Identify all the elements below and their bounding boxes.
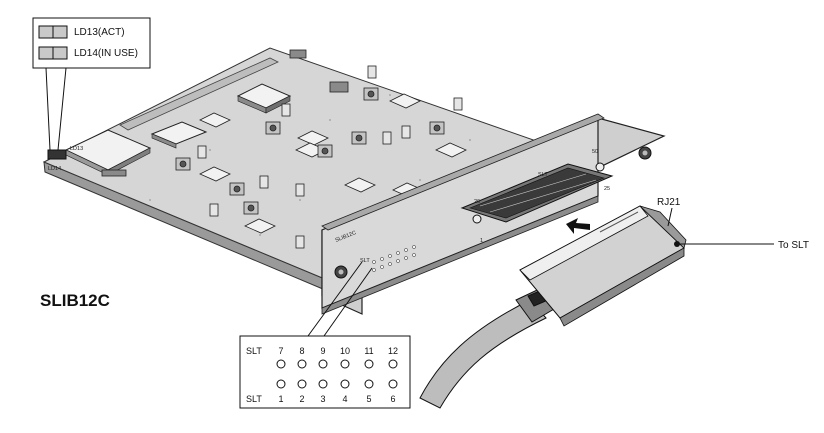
- slot-number: 9: [320, 346, 325, 356]
- led-tag-ld13: LD13: [70, 146, 83, 152]
- rj21-label: RJ21: [657, 197, 681, 208]
- panel-led-indicators: [372, 245, 416, 272]
- slot-top-numbers: 7 8 9 10 11 12: [278, 346, 398, 356]
- edge-connector: [119, 57, 279, 131]
- panel-top-rail: [321, 113, 605, 231]
- pin-label-26: 26: [474, 199, 480, 205]
- rj21-plug: [419, 205, 687, 409]
- capacitors: [197, 65, 463, 249]
- slot-led: [276, 379, 286, 389]
- panel-screw-right: [638, 146, 652, 160]
- slot-led: [297, 379, 307, 389]
- insertion-arrow: [566, 218, 590, 234]
- slot-led: [340, 359, 350, 369]
- card-name-label: SLIB12C: [40, 291, 110, 310]
- slot-led: [364, 359, 374, 369]
- led-legend: LD13(ACT) LD14(IN USE): [32, 17, 151, 151]
- large-chip-rear: [236, 83, 292, 114]
- slot-number: 7: [278, 346, 283, 356]
- led-block: [47, 149, 67, 160]
- slot-led: [388, 379, 398, 389]
- slot-row-label-top: SLT: [246, 346, 262, 356]
- slot-led: [388, 359, 398, 369]
- slot-number: 6: [390, 394, 395, 404]
- transformers: [175, 87, 445, 215]
- wide-chip: [150, 121, 208, 149]
- slot-led: [318, 379, 328, 389]
- led-tag-ld14: LD14: [48, 166, 61, 172]
- zoom-leader-left: [307, 261, 363, 337]
- panel-screw-left: [334, 265, 348, 279]
- to-slt-label: To SLT: [778, 240, 809, 251]
- pin-label-50: 50: [592, 149, 598, 155]
- legend-label-in-use: LD14(IN USE): [74, 48, 138, 59]
- legend-leader-2: [57, 67, 67, 151]
- slot-led: [364, 379, 374, 389]
- rj21-jack: SLT 26 50 1 25: [460, 149, 614, 244]
- panel-slt-label: SLT: [360, 258, 370, 264]
- pin-header: [101, 49, 349, 177]
- small-chips: [199, 93, 467, 234]
- slot-number: 1: [278, 394, 283, 404]
- zoom-leader-right: [323, 267, 373, 337]
- jack-screw-right: [595, 162, 605, 172]
- slot-number: 2: [299, 394, 304, 404]
- legend-leader-1: [45, 67, 51, 151]
- slot-number: 5: [366, 394, 371, 404]
- slot-led: [297, 359, 307, 369]
- slot-row-label-bottom: SLT: [246, 394, 262, 404]
- slot-led-panel: SLT SLT 7 8 9 10 11 12 1 2: [239, 261, 411, 409]
- slot-led-row-bottom: [276, 379, 398, 389]
- slot-led: [318, 359, 328, 369]
- slot-bottom-numbers: 1 2 3 4 5 6: [278, 394, 395, 404]
- slot-number: 10: [340, 346, 350, 356]
- jack-screw-left: [472, 214, 482, 224]
- pin-label-25: 25: [604, 186, 610, 192]
- pin-label-1: 1: [480, 238, 483, 244]
- slot-number: 8: [299, 346, 304, 356]
- rj21-leader: [667, 207, 673, 227]
- legend-label-act: LD13(ACT): [74, 27, 125, 38]
- slot-led: [340, 379, 350, 389]
- slot-number: 3: [320, 394, 325, 404]
- slot-number: 12: [388, 346, 398, 356]
- front-panel: SLIB12C SLT SLT 26 50 1 25: [321, 113, 666, 315]
- slot-led: [276, 359, 286, 369]
- slot-led-row-top: [276, 359, 398, 369]
- jack-label: SLT: [538, 172, 548, 178]
- slot-number: 4: [342, 394, 347, 404]
- slot-number: 11: [364, 346, 373, 356]
- panel-bottom-edge: [321, 195, 599, 315]
- main-processor-chip: [64, 129, 152, 176]
